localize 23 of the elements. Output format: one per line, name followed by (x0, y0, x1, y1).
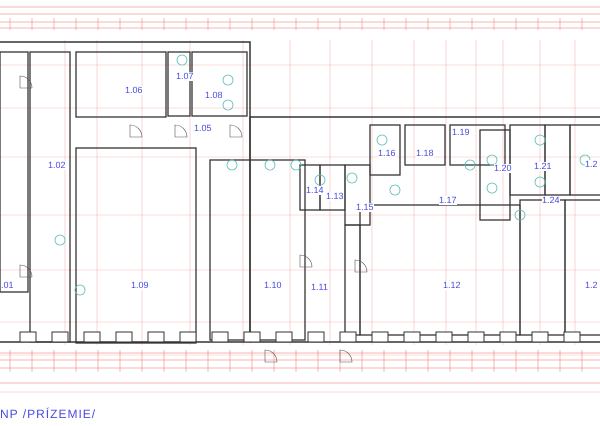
room-number: 1.15 (356, 203, 374, 212)
room-number: .01 (1, 281, 14, 290)
room-number: 1.12 (443, 281, 461, 290)
room-number: 1.11 (311, 283, 328, 292)
room-number: 1.07 (176, 72, 194, 81)
room-number: 1.09 (131, 281, 149, 290)
room-number: 1.18 (416, 149, 434, 158)
room-number: 1.10 (264, 281, 282, 290)
room-number: 1.16 (378, 149, 396, 158)
drawing-title: NP /PRÍZEMIE/ (0, 407, 96, 421)
room-number: 1.13 (326, 192, 344, 201)
room-number: 1.24 (542, 196, 560, 205)
room-number: 1.06 (125, 86, 143, 95)
room-number: 1.02 (48, 161, 66, 170)
room-number: 1.14 (306, 186, 324, 195)
room-number: 1.20 (494, 164, 512, 173)
room-number: 1.21 (534, 162, 552, 171)
room-number: 1.2 (585, 160, 598, 169)
room-number: 1.17 (439, 196, 457, 205)
room-number: 1.08 (205, 91, 223, 100)
room-number: 1.2 (585, 281, 598, 290)
room-number: 1.05 (194, 124, 212, 133)
room-number: 1.19 (452, 128, 470, 137)
